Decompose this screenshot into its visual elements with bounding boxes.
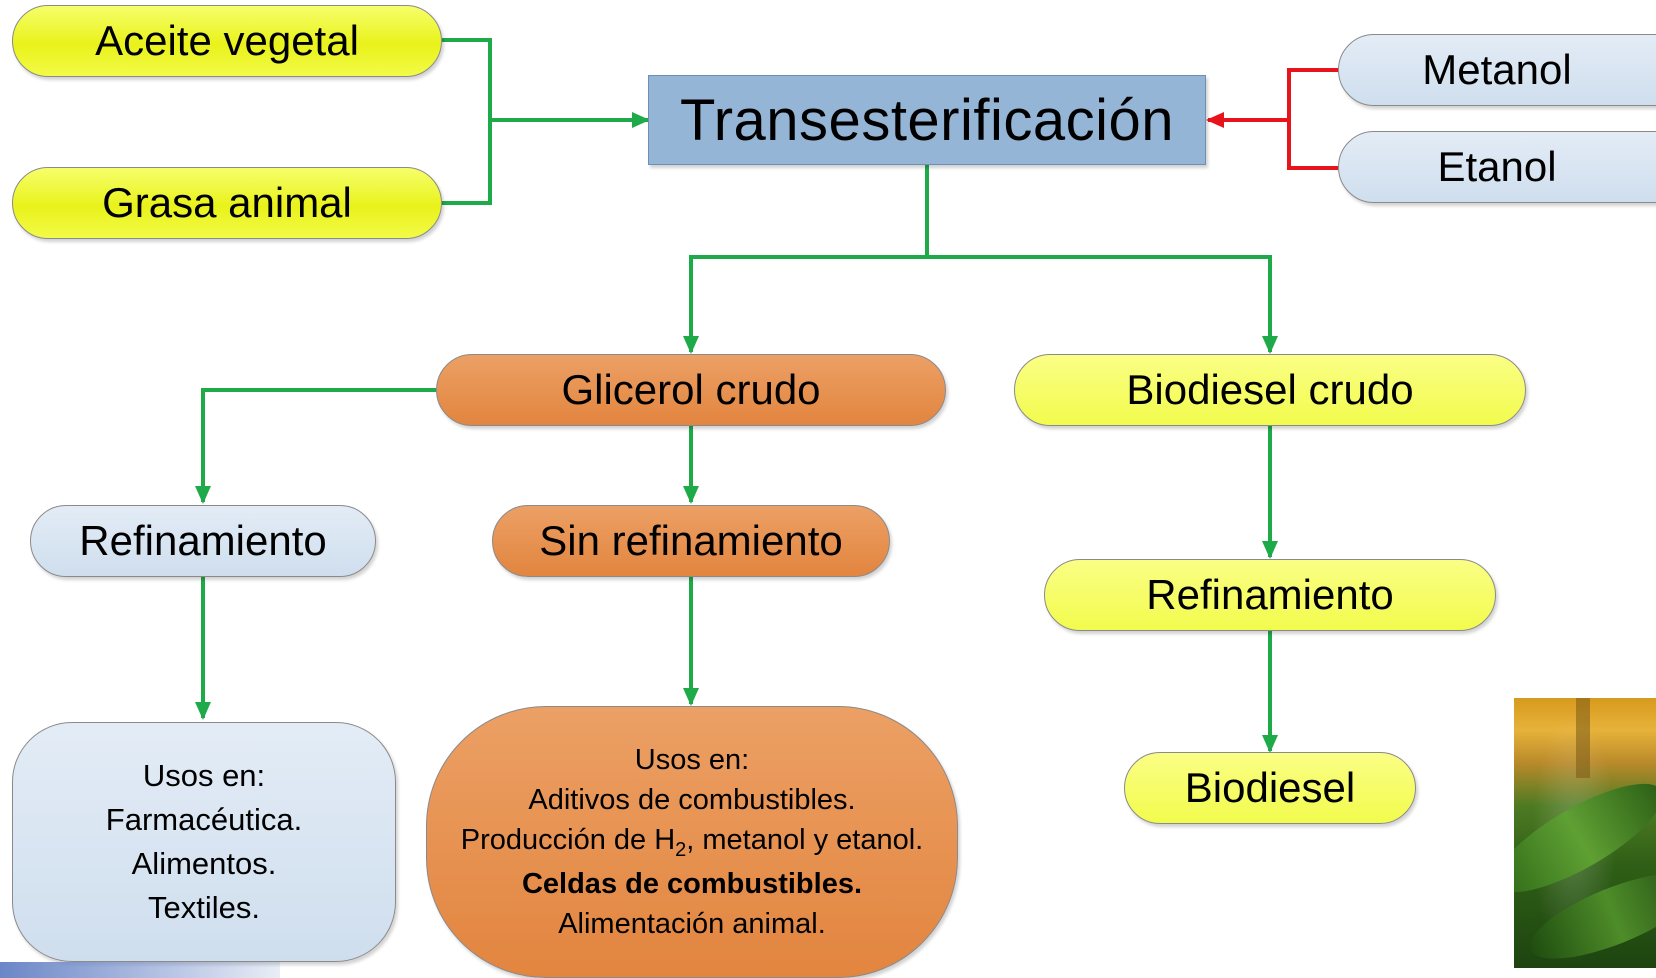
node-sin-refinamiento: Sin refinamiento — [492, 505, 890, 577]
usos-sin-refinar-line: Usos en: — [634, 743, 750, 776]
node-metanol: Metanol — [1338, 34, 1656, 106]
plant-leaves-photo — [1514, 698, 1656, 968]
h2-suffix: , metanol y etanol. — [686, 823, 924, 856]
arrow-center-split — [683, 162, 929, 354]
node-refinamiento-biodiesel-label: Refinamiento — [1146, 571, 1394, 618]
node-usos-sin-refinar: Usos en: Aditivos de combustibles. Produ… — [426, 706, 958, 978]
arrow-to-biodiesel-crudo — [927, 255, 1278, 354]
h2-prefix: Producción de H — [460, 823, 676, 856]
node-biodiesel-crudo-label: Biodiesel crudo — [1126, 366, 1414, 413]
usos-sin-refinar-line-bold: Celdas de combustibles. — [521, 868, 863, 901]
node-usos-refinado: Usos en: Farmacéutica. Alimentos. Textil… — [12, 722, 396, 962]
node-etanol: Etanol — [1338, 131, 1656, 203]
node-refinamiento-biodiesel: Refinamiento — [1044, 559, 1496, 631]
node-transesterificacion: Transesterificación — [648, 75, 1206, 165]
usos-refinado-line: Farmacéutica. — [105, 801, 303, 837]
node-aceite-vegetal: Aceite vegetal — [12, 5, 442, 77]
node-biodiesel-crudo: Biodiesel crudo — [1014, 354, 1526, 426]
arrow-aceite — [442, 38, 492, 205]
arrow-to-refinamiento — [195, 388, 436, 504]
node-transesterificacion-label: Transesterificación — [679, 87, 1175, 153]
arrow-alcohols — [1287, 68, 1338, 170]
node-grasa-animal: Grasa animal — [12, 167, 442, 239]
usos-refinado-line: Alimentos. — [131, 846, 277, 881]
node-refinamiento-glicerol: Refinamiento — [30, 505, 376, 577]
h2-subscript: 2 — [675, 838, 687, 861]
usos-refinado-line: Usos en: — [142, 757, 266, 793]
node-biodiesel: Biodiesel — [1124, 752, 1416, 824]
node-etanol-label: Etanol — [1437, 143, 1557, 190]
footer-accent-bar — [0, 962, 280, 978]
node-aceite-vegetal-label: Aceite vegetal — [95, 17, 359, 64]
node-sin-refinamiento-label: Sin refinamiento — [539, 517, 843, 564]
node-grasa-animal-label: Grasa animal — [102, 179, 352, 226]
usos-sin-refinar-line: Alimentación animal. — [558, 908, 826, 941]
node-glicerol-crudo-label: Glicerol crudo — [561, 366, 821, 413]
node-biodiesel-label: Biodiesel — [1184, 764, 1356, 811]
usos-sin-refinar-line: Aditivos de combustibles. — [528, 783, 856, 816]
usos-refinado-line: Textiles. — [148, 890, 260, 926]
node-glicerol-crudo: Glicerol crudo — [436, 354, 946, 426]
node-metanol-label: Metanol — [1422, 46, 1572, 93]
node-refinamiento-glicerol-label: Refinamiento — [79, 517, 327, 564]
usos-sin-refinar-line-h2: Producción de H2, metanol y etanol. — [461, 820, 924, 864]
